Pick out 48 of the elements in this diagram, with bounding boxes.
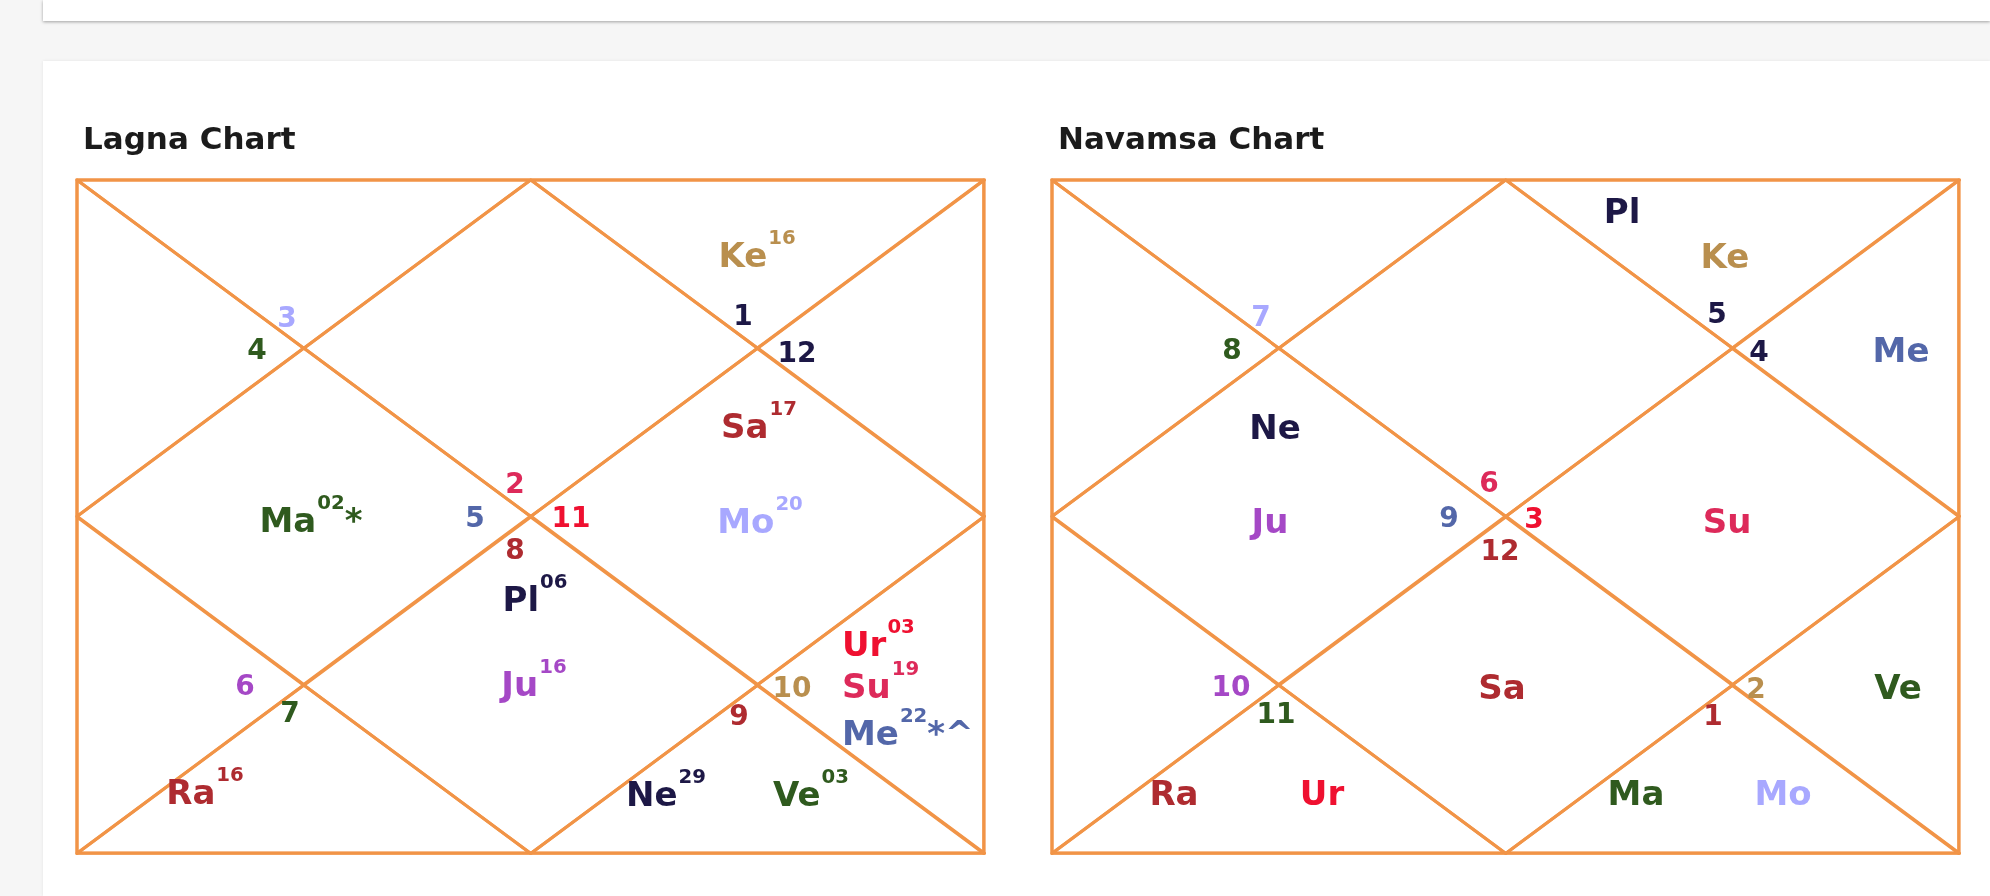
planet-label: Ma (1607, 772, 1665, 814)
planet-label: Ra (1149, 772, 1199, 814)
house-number: 1 (733, 299, 753, 333)
house-number: 4 (247, 333, 267, 367)
house-number: 12 (1480, 534, 1520, 568)
house-number: 5 (465, 501, 485, 535)
house-number: 3 (277, 301, 297, 335)
house-number: 8 (1222, 333, 1242, 367)
planet-label: Su (1702, 500, 1752, 542)
house-number: 4 (1749, 335, 1769, 369)
planet-label: Pl$^{06}$ (502, 568, 568, 620)
house-number: 1 (1703, 699, 1723, 733)
planet-label: Ne$^{29}$ (626, 763, 706, 815)
planet-label: Sa$^{17}$ (721, 395, 797, 447)
house-number: 3 (1524, 502, 1544, 536)
chart-title: Navamsa Chart (1058, 120, 1325, 158)
house-number: 5 (1707, 297, 1727, 331)
planet-label: Ju$^{16}$ (501, 653, 567, 705)
house-number: 7 (1251, 300, 1271, 334)
planet-label: Ve (1874, 666, 1922, 708)
planet-label: Ra$^{16}$ (166, 761, 244, 813)
chart-title: Lagna Chart (83, 120, 296, 158)
house-number: 11 (1256, 697, 1296, 731)
planet-label: Me (1872, 329, 1930, 371)
planet-label: Ma$^{02}$* (259, 489, 363, 541)
house-number: 6 (235, 669, 255, 703)
planet-label: Ju (1251, 500, 1289, 542)
house-number: 2 (505, 467, 525, 501)
house-number: 11 (551, 501, 591, 535)
planet-label: Ne (1249, 406, 1301, 448)
planet-label: Mo$^{20}$ (717, 490, 803, 542)
house-number: 9 (1439, 501, 1459, 535)
planet-label: Ve$^{03}$ (773, 763, 849, 815)
house-number: 2 (1746, 672, 1766, 706)
planet-label: Ke$^{16}$ (718, 224, 796, 276)
house-number: 10 (772, 671, 812, 705)
planet-label: Ke (1700, 235, 1750, 277)
house-number: 8 (505, 533, 525, 567)
house-number: 6 (1479, 466, 1499, 500)
house-number: 7 (280, 696, 300, 730)
house-number: 12 (777, 336, 817, 370)
planet-label: Mo (1754, 772, 1812, 814)
planet-label: Pl (1603, 190, 1641, 232)
house-number: 10 (1211, 670, 1251, 704)
house-number: 9 (729, 699, 749, 733)
planet-label: Sa (1478, 666, 1526, 708)
planet-label: Ur (1299, 772, 1345, 814)
planet-label: Me$^{22}$*^ (842, 702, 974, 754)
